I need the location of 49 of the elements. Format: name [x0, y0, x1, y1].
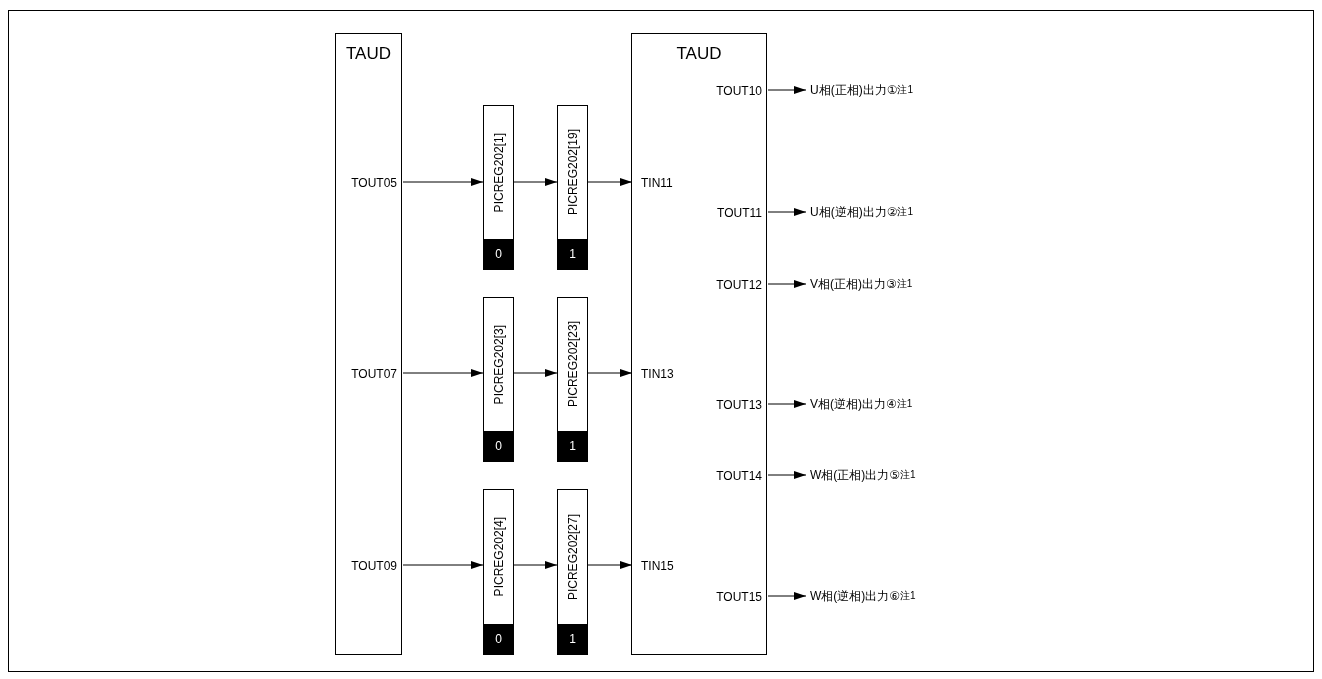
bit-label: 1 — [558, 239, 587, 269]
pin-label: TOUT14 — [691, 466, 768, 486]
pin-label: TIN15 — [632, 556, 692, 576]
register-block — [483, 297, 514, 462]
arrow — [402, 178, 484, 186]
register-block — [557, 105, 588, 270]
pin-label: TIN11 — [632, 173, 692, 193]
pin-label: TOUT09 — [331, 556, 403, 576]
arrow — [402, 369, 484, 377]
register-name: PICREG202[23] — [565, 321, 580, 408]
pin-label: TOUT05 — [331, 173, 403, 193]
bit-label: 0 — [484, 431, 513, 461]
pin-label: TOUT12 — [691, 275, 768, 295]
pin-label: TOUT13 — [691, 395, 768, 415]
module-title: TAUD — [675, 44, 723, 64]
bit-label: 0 — [484, 239, 513, 269]
pin-label: TOUT15 — [691, 587, 768, 607]
arrow — [402, 561, 484, 569]
bit-label: 1 — [558, 431, 587, 461]
bit-label: 0 — [484, 624, 513, 654]
arrow — [587, 561, 633, 569]
arrow — [767, 592, 807, 600]
arrow — [587, 178, 633, 186]
module-title: TAUD — [345, 44, 392, 64]
bit-label: 1 — [558, 624, 587, 654]
module-block — [335, 33, 402, 655]
register-name: PICREG202[4] — [491, 517, 506, 597]
register-block — [557, 489, 588, 655]
arrow — [513, 561, 558, 569]
register-block — [483, 105, 514, 270]
arrow — [767, 86, 807, 94]
register-name: PICREG202[19] — [565, 129, 580, 216]
arrow — [513, 178, 558, 186]
arrow — [767, 280, 807, 288]
register-name: PICREG202[3] — [491, 324, 506, 405]
arrow — [513, 369, 558, 377]
arrow — [767, 471, 807, 479]
arrow — [587, 369, 633, 377]
arrow — [767, 208, 807, 216]
pin-label: TOUT07 — [331, 364, 403, 384]
register-name: PICREG202[27] — [565, 513, 580, 600]
arrow — [767, 400, 807, 408]
pin-label: TOUT10 — [691, 81, 768, 101]
pin-label: TOUT11 — [691, 203, 768, 223]
register-block — [557, 297, 588, 462]
module-block — [631, 33, 767, 655]
register-block — [483, 489, 514, 655]
pin-label: TIN13 — [632, 364, 692, 384]
register-name: PICREG202[1] — [491, 132, 506, 213]
